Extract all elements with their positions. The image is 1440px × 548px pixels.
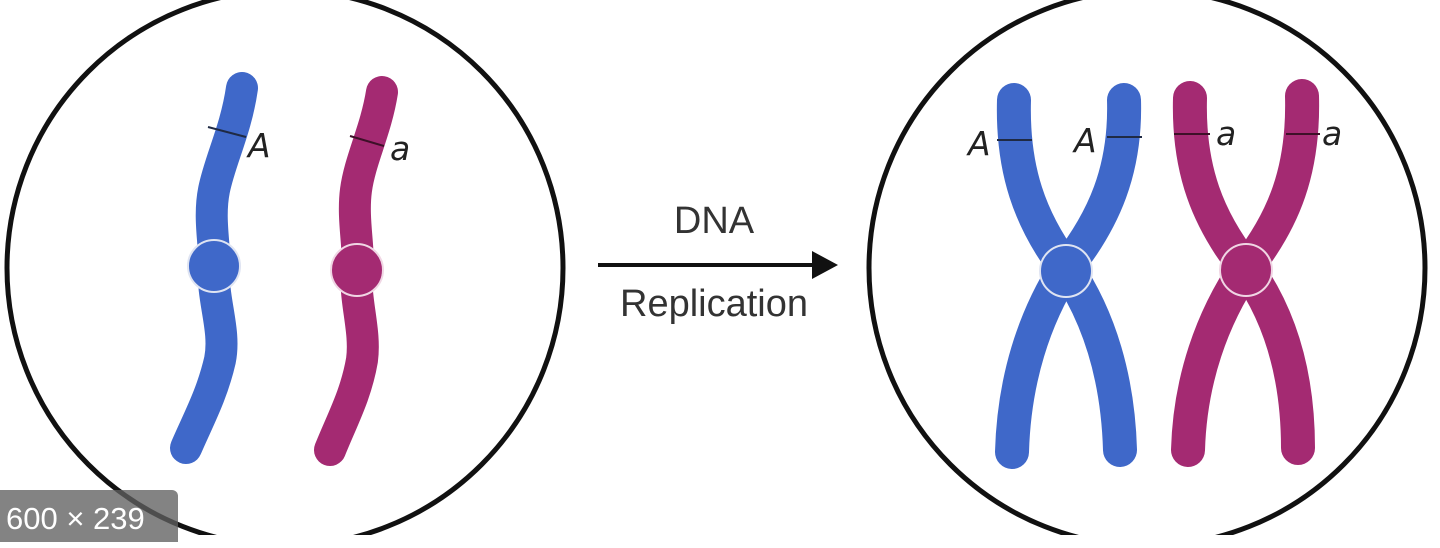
- allele-label-a: a: [390, 129, 410, 168]
- allele-label-a: a: [1322, 114, 1342, 153]
- arrow-label-dna: DNA: [674, 200, 755, 242]
- allele-label-a: a: [1216, 114, 1236, 153]
- arrow-head: [812, 251, 838, 279]
- gene-locus-A: [207, 126, 247, 138]
- right-cell-membrane: [866, 0, 1428, 535]
- chromosome-a-replicated: a a: [1171, 79, 1342, 467]
- left-cell-membrane: [4, 0, 566, 535]
- chromosome-A-replicated: A A: [966, 83, 1142, 469]
- replication-arrow: DNA Replication: [598, 200, 838, 325]
- arrow-label-replication: Replication: [620, 283, 808, 325]
- allele-label-A: A: [966, 124, 991, 163]
- allele-label-A: A: [1072, 121, 1097, 160]
- centromere: [1219, 243, 1273, 297]
- centromere: [330, 243, 384, 297]
- dna-replication-diagram: A a DNA Replication A A: [4, 0, 1428, 535]
- centromere: [1039, 244, 1093, 298]
- right-cell: A A a a: [866, 0, 1428, 535]
- image-size-badge: 600 × 239: [0, 490, 178, 542]
- chromosome-A-unreplicated: A: [170, 72, 271, 464]
- centromere: [187, 239, 241, 293]
- allele-label-A: A: [246, 126, 271, 165]
- gene-locus-a: [349, 135, 385, 147]
- chromosome-a-unreplicated: a: [314, 76, 410, 466]
- left-cell: A a: [4, 0, 566, 535]
